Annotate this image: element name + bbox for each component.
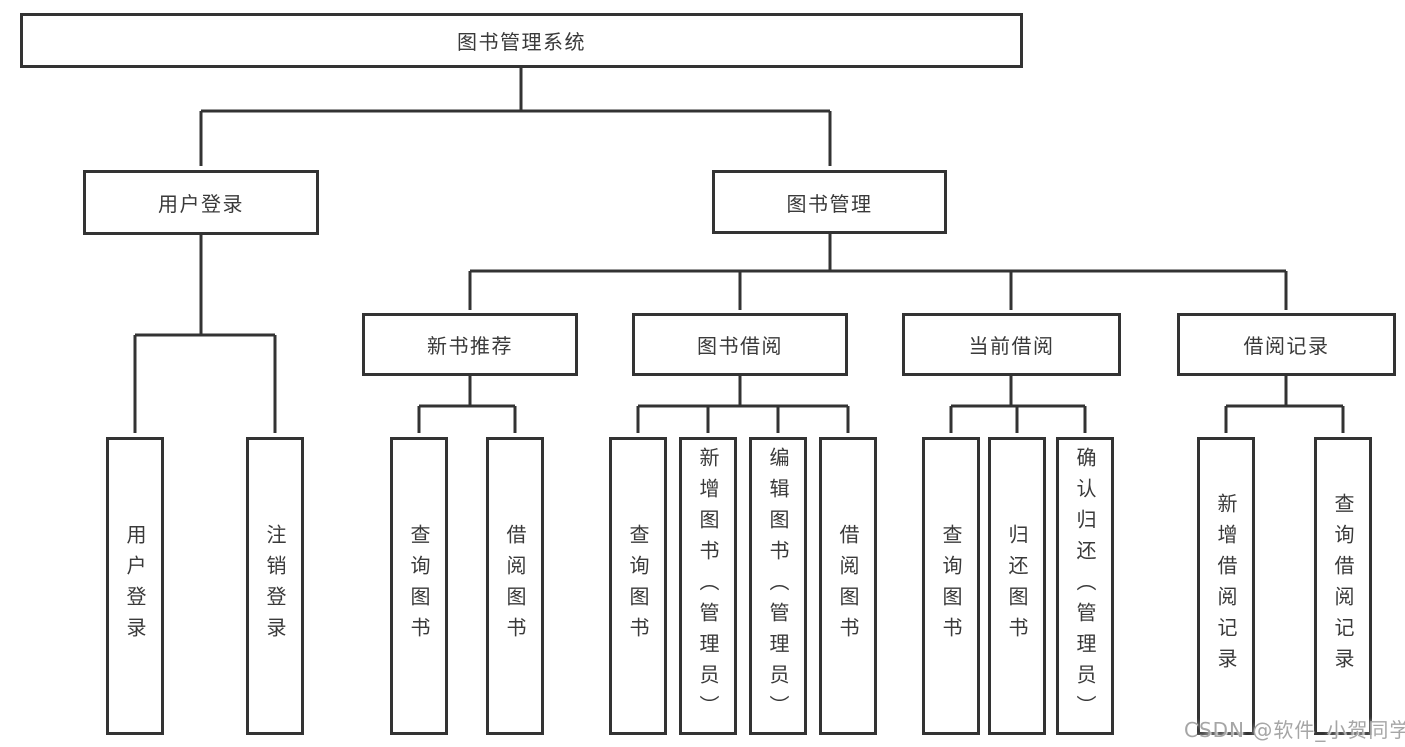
leaf-query-borrow-record: 查询借阅记录 bbox=[1314, 437, 1372, 735]
leaf-label-query-books-current: 查询图书 bbox=[939, 524, 963, 648]
node-borrowing-records: 借阅记录 bbox=[1177, 313, 1396, 376]
leaf-query-books-recommendation: 查询图书 bbox=[390, 437, 448, 735]
node-current-borrowing: 当前借阅 bbox=[902, 313, 1121, 376]
leaf-confirm-return-admin: 确认归还（管理员） bbox=[1056, 437, 1114, 735]
leaf-add-borrow-record: 新增借阅记录 bbox=[1197, 437, 1255, 735]
leaf-user-login: 用户登录 bbox=[106, 437, 164, 735]
node-user-login: 用户登录 bbox=[83, 170, 319, 235]
leaf-label-add-borrow-record: 新增借阅记录 bbox=[1214, 493, 1238, 679]
leaf-label-query-books-borrowing: 查询图书 bbox=[626, 524, 650, 648]
leaf-label-user-login: 用户登录 bbox=[123, 524, 147, 648]
leaf-label-return-books: 归还图书 bbox=[1005, 524, 1029, 648]
node-label-user-login: 用户登录 bbox=[158, 192, 244, 216]
leaf-label-query-borrow-record: 查询借阅记录 bbox=[1331, 493, 1355, 679]
node-label-new-book-recommendation: 新书推荐 bbox=[427, 334, 513, 358]
leaf-logout: 注销登录 bbox=[246, 437, 304, 735]
node-label-current-borrowing: 当前借阅 bbox=[968, 334, 1055, 358]
node-library-management-system: 图书管理系统 bbox=[20, 13, 1023, 68]
leaf-return-books: 归还图书 bbox=[988, 437, 1046, 735]
leaf-edit-books-admin: 编辑图书（管理员） bbox=[749, 437, 807, 735]
leaf-label-edit-books-admin: 编辑图书（管理员） bbox=[766, 446, 790, 726]
leaf-label-confirm-return-admin: 确认归还（管理员） bbox=[1073, 446, 1097, 726]
node-label-borrowing-records: 借阅记录 bbox=[1243, 334, 1330, 358]
leaf-query-books-borrowing: 查询图书 bbox=[609, 437, 667, 735]
node-label-root: 图书管理系统 bbox=[457, 30, 586, 54]
leaf-label-logout: 注销登录 bbox=[263, 524, 287, 648]
leaf-label-borrow-books: 借阅图书 bbox=[836, 524, 860, 648]
node-book-management: 图书管理 bbox=[712, 170, 947, 234]
leaf-label-borrow-books-recommendation: 借阅图书 bbox=[503, 524, 527, 648]
leaf-label-add-books-admin: 新增图书（管理员） bbox=[696, 446, 720, 726]
leaf-add-books-admin: 新增图书（管理员） bbox=[679, 437, 737, 735]
node-book-borrowing: 图书借阅 bbox=[632, 313, 848, 376]
leaf-borrow-books: 借阅图书 bbox=[819, 437, 877, 735]
leaf-label-query-books-recommendation: 查询图书 bbox=[407, 524, 431, 648]
watermark-text: CSDN @软件_小贺同学 bbox=[1184, 718, 1405, 742]
node-label-book-borrowing: 图书借阅 bbox=[697, 334, 783, 358]
node-label-book-management: 图书管理 bbox=[786, 191, 873, 216]
node-new-book-recommendation: 新书推荐 bbox=[362, 313, 578, 376]
leaf-query-books-current: 查询图书 bbox=[922, 437, 980, 735]
leaf-borrow-books-recommendation: 借阅图书 bbox=[486, 437, 544, 735]
